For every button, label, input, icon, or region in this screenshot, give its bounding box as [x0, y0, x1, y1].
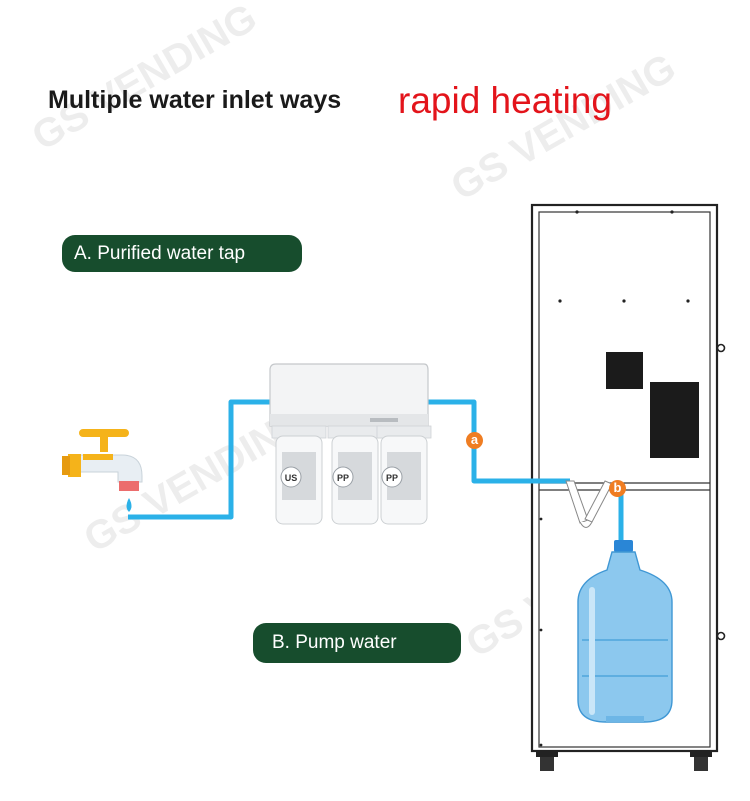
faucet-icon	[62, 429, 143, 512]
option-a-text: A. Purified water tap	[74, 242, 246, 264]
marker-a: a	[466, 432, 483, 449]
page-title: Multiple water inlet ways	[48, 86, 342, 114]
machine-feet	[536, 751, 712, 771]
vent-grille-large	[650, 382, 699, 458]
water-filter-unit: US PP PP	[269, 363, 432, 525]
filter-2-code: PP	[337, 473, 349, 483]
option-b-text: B. Pump water	[272, 632, 397, 653]
water-bottle	[577, 540, 673, 723]
filter-3-code: PP	[386, 473, 398, 483]
vent-grille-small	[606, 352, 643, 389]
marker-b: b	[609, 480, 626, 497]
filter-1-code: US	[285, 473, 298, 483]
option-b-label: B. Pump water	[253, 623, 461, 663]
option-a-label: A. Purified water tap	[62, 235, 302, 272]
title-highlight: rapid heating	[398, 80, 612, 121]
